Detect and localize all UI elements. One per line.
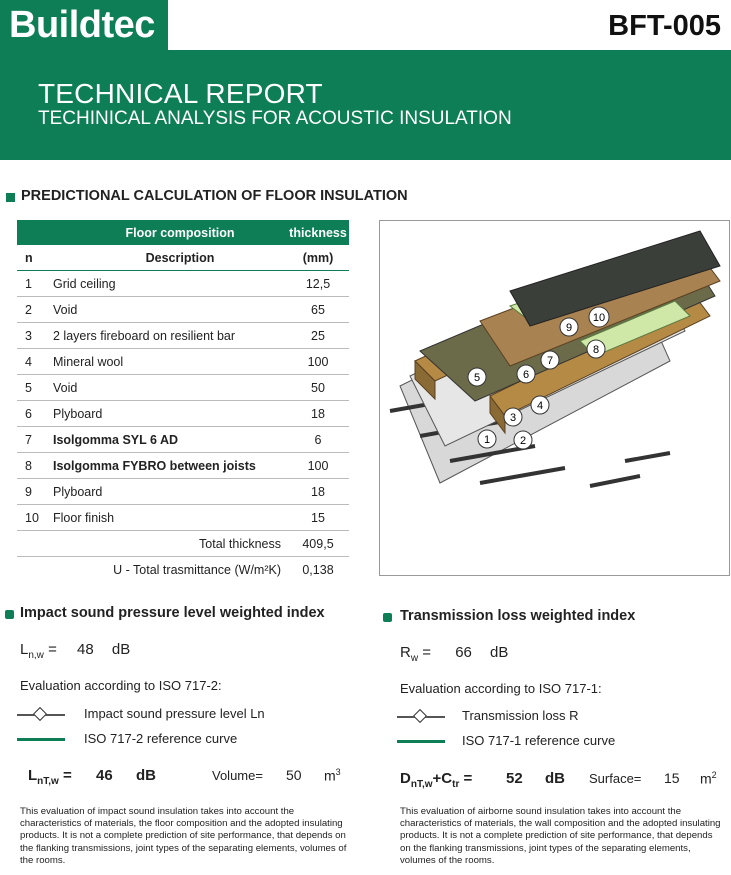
- composition-table: Floor composition thickness n Descriptio…: [17, 220, 349, 582]
- impact-legend-1: Impact sound pressure level Ln: [84, 706, 265, 721]
- impact-value: 48: [77, 641, 94, 658]
- impact-result-value: 46: [96, 767, 113, 784]
- transmittance-value: 0,138: [302, 562, 334, 577]
- transmission-reference-line: [397, 740, 445, 743]
- table-subheader-row: n Description (mm): [17, 245, 349, 271]
- total-thickness-label: Total thickness: [53, 530, 287, 557]
- transmission-value: 66: [455, 644, 472, 661]
- header-n: n: [17, 245, 53, 271]
- header-thickness: thickness: [287, 220, 349, 245]
- diamond-marker-icon: [32, 706, 48, 722]
- transmission-result-value: 52: [506, 770, 523, 787]
- impact-bullet: [5, 610, 14, 619]
- table-header-row: Floor composition thickness: [17, 220, 349, 245]
- volume-label: Volume=: [212, 768, 263, 783]
- impact-reference-line: [17, 738, 65, 741]
- floor-diagram: 1 2 3 4 5 6 7 8 9 10: [389, 230, 721, 488]
- section-bullet: [6, 193, 15, 202]
- header-composition: Floor composition: [53, 220, 287, 245]
- svg-text:7: 7: [547, 355, 553, 367]
- volume-value: 50: [286, 767, 302, 783]
- transmission-legend-2: ISO 717-1 reference curve: [462, 733, 616, 748]
- svg-text:5: 5: [474, 372, 480, 384]
- report-title: TECHNICAL REPORT: [38, 78, 323, 109]
- transmission-bullet: [383, 613, 392, 622]
- total-thickness-value: 409,5: [287, 530, 349, 557]
- header-description: Description: [53, 245, 287, 271]
- callout: 2: [513, 430, 533, 450]
- callout: 9: [559, 317, 579, 337]
- transmission-result: DnT,w+Ctr =: [400, 770, 473, 790]
- transmission-note: This evaluation of airborne sound insula…: [400, 806, 721, 866]
- impact-result: LnT,w =: [28, 767, 72, 787]
- transmission-title: Transmission loss weighted index: [400, 608, 636, 624]
- impact-title: Impact sound pressure level weighted ind…: [20, 605, 325, 621]
- callout: 1: [477, 429, 497, 449]
- impact-result-unit: dB: [136, 767, 156, 784]
- svg-text:9: 9: [566, 322, 572, 334]
- transmission-result-unit: dB: [545, 770, 565, 787]
- impact-index: Ln,w = 48 dB: [20, 641, 131, 661]
- surface-label: Surface=: [589, 771, 642, 786]
- callout: 6: [516, 364, 536, 384]
- svg-text:10: 10: [593, 312, 605, 324]
- callout: 7: [540, 350, 560, 370]
- transmission-index: Rw = 66 dB: [400, 644, 509, 664]
- svg-text:3: 3: [510, 412, 516, 424]
- svg-text:4: 4: [537, 400, 543, 412]
- header-unit: (mm): [287, 245, 349, 271]
- transmittance-row: U - Total trasmittance (W/m²K) 0,138: [17, 557, 349, 583]
- transmittance-label: U - Total trasmittance (W/m²K): [113, 562, 281, 577]
- svg-text:2: 2: [520, 435, 526, 447]
- title-band: [0, 50, 731, 160]
- svg-text:1: 1: [484, 434, 490, 446]
- callout: 5: [467, 367, 487, 387]
- floor-diagram-frame: 1 2 3 4 5 6 7 8 9 10: [379, 220, 730, 576]
- surface-value: 15: [664, 770, 680, 786]
- floor-finish: [509, 230, 721, 327]
- section-title: PREDICTIONAL CALCULATION OF FLOOR INSULA…: [21, 188, 408, 204]
- callout: 3: [503, 407, 523, 427]
- svg-text:6: 6: [523, 369, 529, 381]
- surface-unit: m2: [700, 770, 717, 787]
- diagram-callouts: 1 2 3 4 5 6 7 8 9 10: [467, 306, 610, 450]
- transmission-legend-1: Transmission loss R: [462, 708, 579, 723]
- impact-note: This evaluation of impact sound insulati…: [20, 806, 347, 866]
- callout: 8: [586, 339, 606, 359]
- callout: 4: [530, 395, 550, 415]
- impact-legend-2: ISO 717-2 reference curve: [84, 731, 238, 746]
- impact-evaluation: Evaluation according to ISO 717-2:: [20, 678, 222, 693]
- transmission-evaluation: Evaluation according to ISO 717-1:: [400, 681, 602, 696]
- report-subtitle: TECHINICAL ANALYSIS FOR ACOUSTIC INSULAT…: [38, 108, 512, 129]
- diamond-marker-icon: [412, 708, 428, 724]
- total-thickness-row: Total thickness 409,5: [17, 530, 349, 557]
- document-code: BFT-005: [608, 10, 721, 42]
- callout: 10: [588, 306, 610, 328]
- svg-text:8: 8: [593, 344, 599, 356]
- volume-unit: m3: [324, 767, 341, 784]
- logo: Buildtec: [9, 4, 155, 46]
- logo-box: [0, 0, 168, 50]
